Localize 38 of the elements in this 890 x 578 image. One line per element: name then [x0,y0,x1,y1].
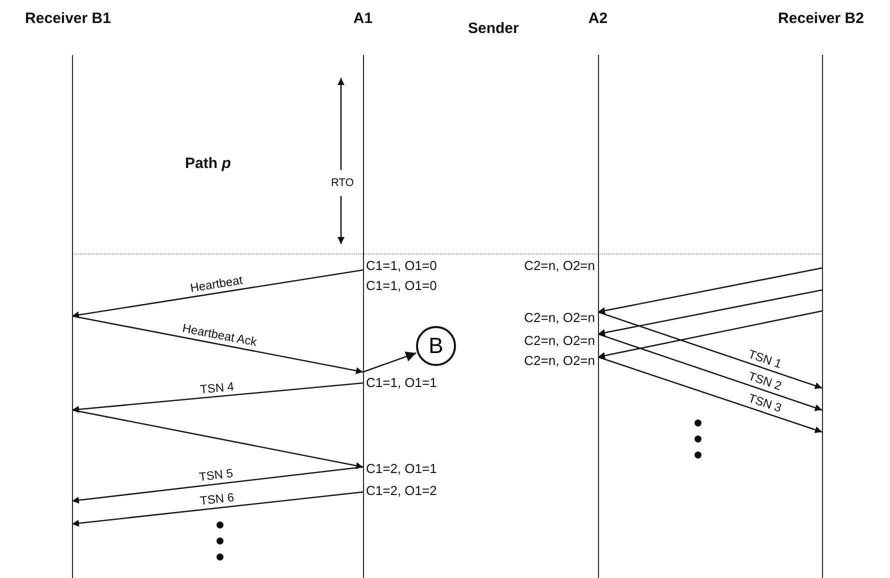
state-text: C1=2, O1=1 [366,461,437,476]
state-text: C1=2, O1=2 [366,483,437,498]
message-arrow [72,409,364,470]
message-label: TSN 6 [198,490,234,508]
state-text: C2=n, O2=n [524,353,595,368]
message-arrow [72,382,364,413]
message-arrow [598,311,822,390]
state-text: C2=n, O2=n [524,258,595,273]
message-arrow [598,289,822,336]
lifeline-header: A1 [352,10,374,27]
message-arrow [598,310,822,360]
message-label: TSN 4 [199,379,234,396]
message-arrow [72,269,364,318]
message-arrow [598,267,822,314]
message-arrow [72,491,364,527]
state-text: C2=n, O2=n [524,310,595,325]
message-label: TSN 1 [746,347,784,372]
lifeline-header: A2 [587,10,609,27]
region-label: Path p [185,155,231,172]
message-label: TSN 5 [198,466,234,484]
lifeline-header: Sender [468,20,519,37]
message-arrow [598,356,822,434]
state-text: C1=1, O1=0 [366,278,437,293]
dimension-label: RTO [331,177,354,189]
lifeline-header: Receiver B2 [777,10,865,27]
state-circle: B [416,326,456,366]
message-arrow [72,315,364,374]
message-label: Heartbeat Ack [181,321,258,350]
message-arrow [72,466,364,504]
state-text: C1=1, O1=0 [366,258,437,273]
message-label: Heartbeat [188,273,244,296]
state-text: C2=n, O2=n [524,333,595,348]
message-arrow [362,352,416,373]
message-label: TSN 3 [746,391,784,416]
message-label: TSN 2 [746,369,784,394]
state-text: C1=1, O1=1 [366,375,437,390]
lifeline-header: Receiver B1 [24,10,112,27]
message-arrow [598,333,822,412]
